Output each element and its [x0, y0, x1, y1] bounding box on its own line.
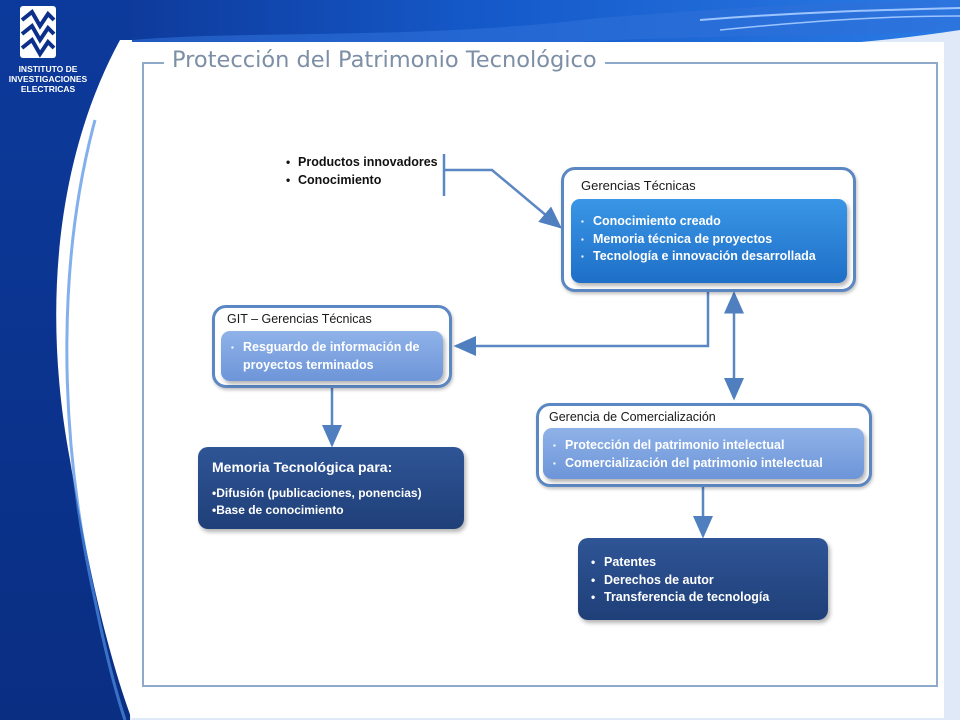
memoria-title: Memoria Tecnológica para: — [212, 459, 393, 475]
gerencias-tecnicas-title: Gerencias Técnicas — [581, 178, 696, 193]
list-item: Tecnología e innovación desarrollada — [579, 248, 839, 266]
list-item: Derechos de autor — [590, 572, 816, 590]
iie-logo-icon — [20, 6, 56, 58]
logo-line: INSTITUTO DE — [18, 64, 78, 74]
memoria-item: •Difusión (publicaciones, ponencias) — [212, 486, 422, 500]
gt-to-git-connector — [453, 292, 710, 356]
list-item: Conocimiento creado — [579, 213, 839, 231]
input-connector — [444, 168, 562, 229]
logo-line: ELECTRICAS — [20, 84, 76, 94]
list-item: Resguardo de información de proyectos ter… — [229, 339, 435, 374]
comercializacion-items: Protección del patrimonio intelectual Co… — [543, 428, 864, 479]
list-item: Memoria técnica de proyectos — [579, 231, 839, 249]
inputs-list: Productos innovadores Conocimiento — [284, 154, 438, 189]
logo-line: INVESTIGACIONES — [8, 74, 88, 84]
list-item: Transferencia de tecnología — [590, 589, 816, 607]
git-items: Resguardo de información de proyectos ter… — [221, 331, 443, 381]
list-item: Protección del patrimonio intelectual — [551, 437, 856, 455]
logo-text: INSTITUTO DE INVESTIGACIONES ELECTRICAS — [0, 64, 96, 94]
list-item-line: proyectos terminados — [243, 357, 374, 372]
slide-title: Protección del Patrimonio Tecnológico — [164, 47, 605, 73]
list-item-line: Resguardo de información de — [243, 340, 420, 354]
git-title: GIT – Gerencias Técnicas — [227, 312, 372, 326]
list-item: Patentes — [590, 554, 816, 572]
memoria-item: •Base de conocimiento — [212, 503, 344, 517]
input-item: Productos innovadores — [284, 154, 438, 172]
resultados-box: Patentes Derechos de autor Transferencia… — [578, 538, 828, 620]
gerencias-tecnicas-items: Conocimiento creado Memoria técnica de p… — [571, 199, 847, 283]
input-item: Conocimiento — [284, 172, 438, 190]
comercializacion-title: Gerencia de Comercialización — [549, 410, 716, 424]
memoria-tecnologica-box: Memoria Tecnológica para: •Difusión (pub… — [198, 447, 464, 529]
list-item: Comercialización del patrimonio intelect… — [551, 455, 856, 473]
